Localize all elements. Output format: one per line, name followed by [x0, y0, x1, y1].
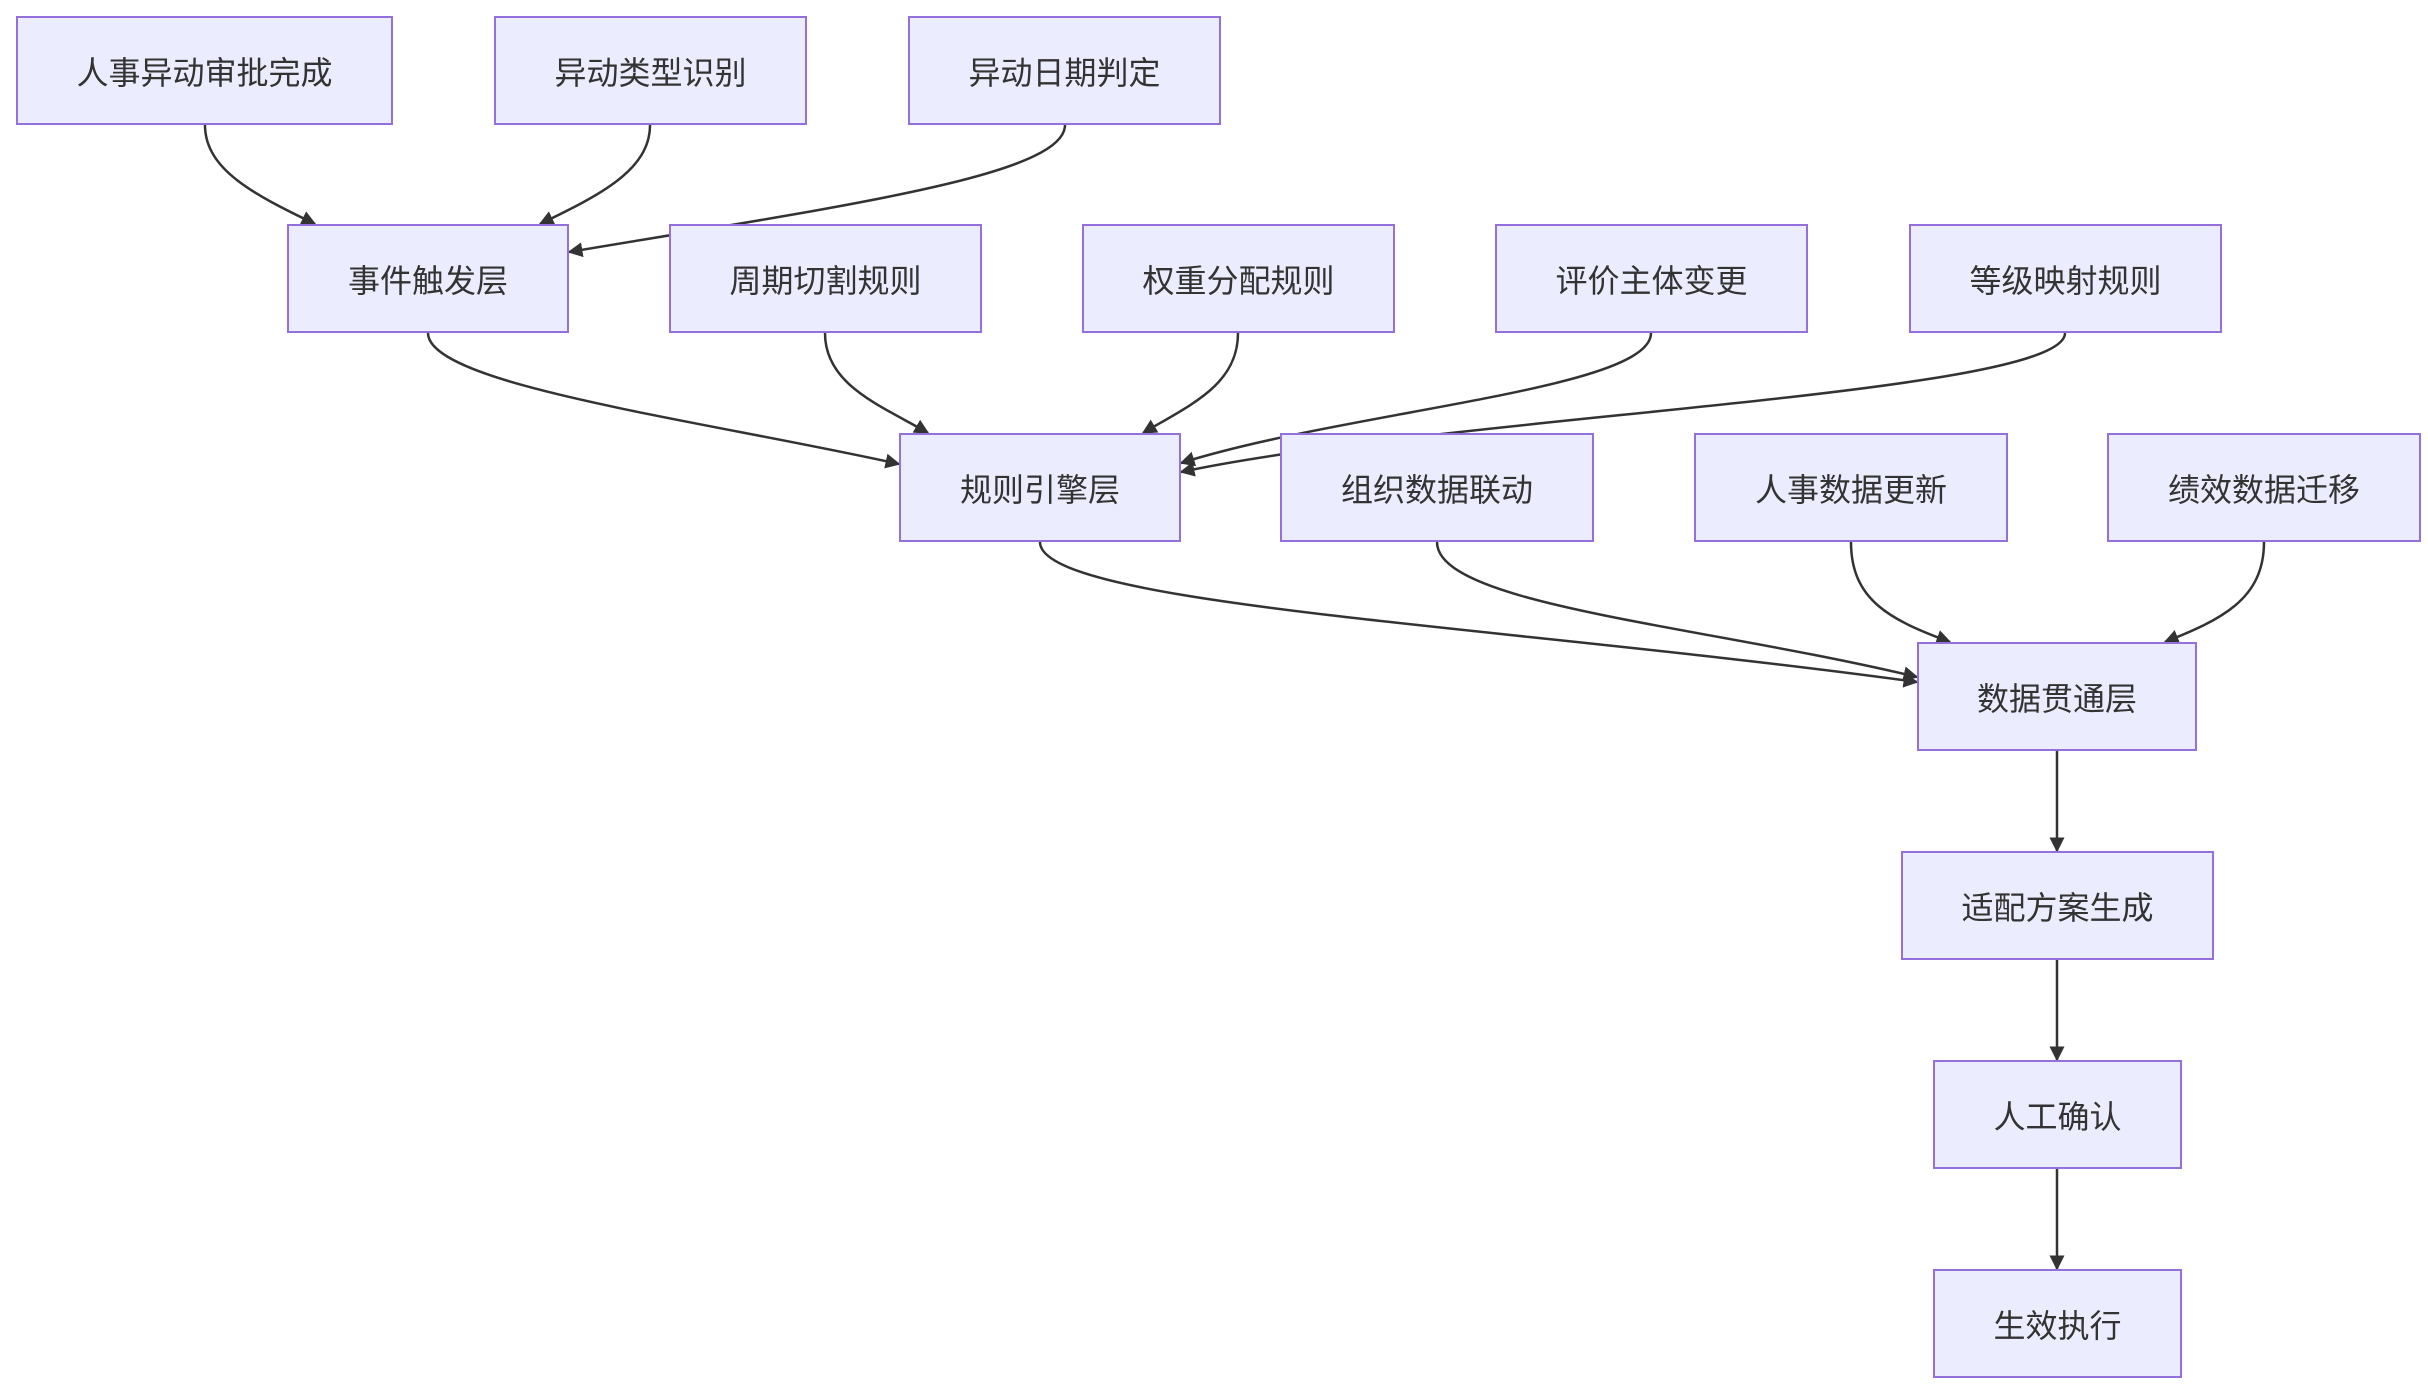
- edge-f-to-i: [1141, 332, 1240, 435]
- flow-node-label: 生效执行: [1993, 1306, 2122, 1345]
- flow-node-label: 规则引擎层: [959, 470, 1120, 509]
- flow-node-label: 绩效数据迁移: [2167, 470, 2360, 509]
- flow-node-label: 评价主体变更: [1555, 261, 1748, 300]
- edge-l-to-m: [2163, 541, 2266, 644]
- flow-node-f: 权重分配规则: [1082, 224, 1395, 333]
- edge-a-to-d: [203, 124, 317, 226]
- edge-e-to-i: [823, 332, 930, 435]
- flow-node-d: 事件触发层: [287, 224, 569, 333]
- edge-g-to-i: [1179, 332, 1653, 467]
- edge-k-to-m: [1849, 541, 1952, 645]
- flow-node-label: 适配方案生成: [1961, 888, 2154, 927]
- flow-node-p: 生效执行: [1933, 1269, 2182, 1378]
- flow-node-j: 组织数据联动: [1280, 433, 1594, 542]
- flow-node-label: 权重分配规则: [1142, 261, 1335, 300]
- flow-node-n: 适配方案生成: [1901, 851, 2214, 960]
- flow-node-label: 异动日期判定: [968, 53, 1161, 92]
- edge-j-to-m: [1435, 541, 1919, 682]
- flow-node-m: 数据贯通层: [1917, 642, 2197, 751]
- flow-node-b: 异动类型识别: [494, 16, 807, 125]
- flow-node-label: 组织数据联动: [1340, 470, 1533, 509]
- flow-node-label: 事件触发层: [347, 261, 508, 300]
- flow-node-g: 评价主体变更: [1495, 224, 1808, 333]
- edge-d-to-i: [426, 332, 901, 469]
- flow-node-c: 异动日期判定: [908, 16, 1221, 125]
- flow-node-label: 人事数据更新: [1754, 470, 1947, 509]
- edge-i-to-m: [1038, 541, 1919, 688]
- flow-node-e: 周期切割规则: [669, 224, 982, 333]
- flow-node-label: 人工确认: [1993, 1097, 2122, 1136]
- flow-node-k: 人事数据更新: [1694, 433, 2008, 542]
- flow-node-label: 异动类型识别: [554, 53, 747, 92]
- flow-node-a: 人事异动审批完成: [16, 16, 393, 125]
- flow-node-label: 周期切割规则: [729, 261, 922, 300]
- flow-node-l: 绩效数据迁移: [2107, 433, 2421, 542]
- flow-node-label: 数据贯通层: [1976, 679, 2137, 718]
- flow-node-i: 规则引擎层: [899, 433, 1181, 542]
- edge-b-to-d: [538, 124, 652, 226]
- flow-node-h: 等级映射规则: [1909, 224, 2222, 333]
- flow-node-o: 人工确认: [1933, 1060, 2182, 1169]
- flow-node-label: 人事异动审批完成: [76, 53, 333, 92]
- flow-node-label: 等级映射规则: [1969, 261, 2162, 300]
